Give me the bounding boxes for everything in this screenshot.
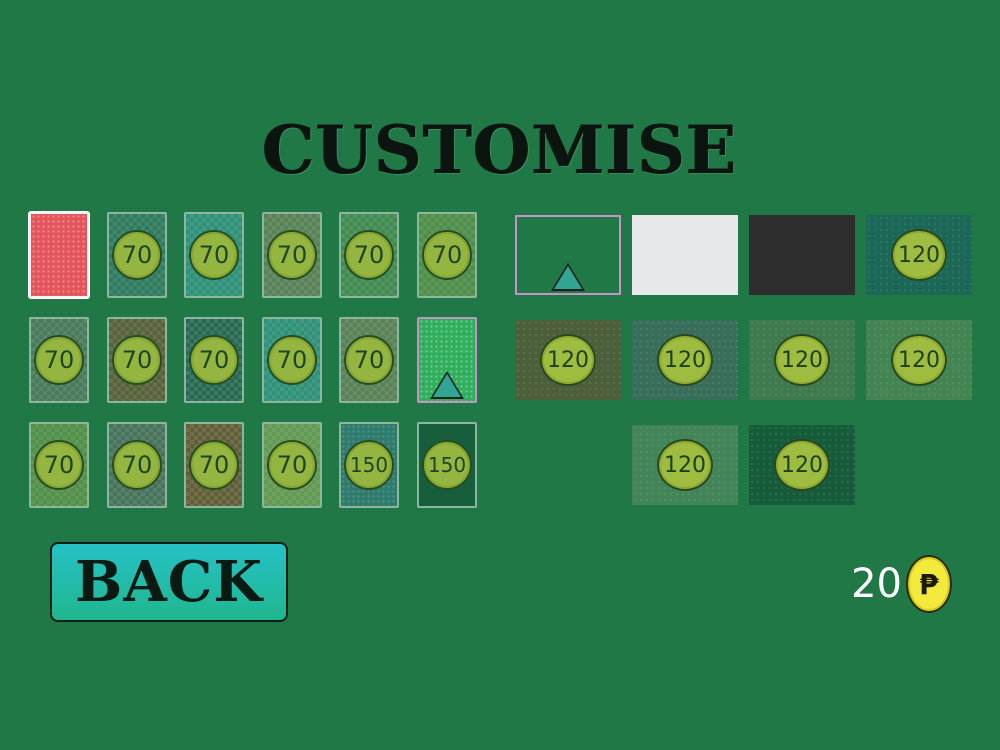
card-back-option[interactable]: 70: [184, 317, 244, 403]
price-coin: 70: [34, 440, 84, 490]
table-color-option[interactable]: [749, 215, 855, 295]
table-color-option[interactable]: 120: [632, 320, 738, 400]
price-coin: 70: [112, 230, 162, 280]
price-coin: 70: [34, 335, 84, 385]
price-coin: 70: [344, 335, 394, 385]
back-button-label: BACK: [74, 549, 264, 615]
card-back-option[interactable]: 70: [184, 212, 244, 298]
price-coin: 120: [540, 334, 596, 386]
card-back-option[interactable]: 70: [107, 317, 167, 403]
card-back-option[interactable]: 70: [107, 212, 167, 298]
back-button[interactable]: BACK: [50, 542, 288, 622]
price-coin: 70: [189, 230, 239, 280]
card-back-option[interactable]: 70: [262, 317, 322, 403]
price-coin: 70: [422, 230, 472, 280]
card-back-option[interactable]: 70: [184, 422, 244, 508]
price-coin: 70: [344, 230, 394, 280]
table-color-option[interactable]: 120: [749, 425, 855, 505]
price-coin: 120: [774, 439, 830, 491]
card-back-option[interactable]: 70: [29, 317, 89, 403]
table-color-option[interactable]: 120: [632, 425, 738, 505]
card-back-option[interactable]: [417, 317, 477, 403]
table-color-option[interactable]: 120: [866, 320, 972, 400]
equipped-triangle-icon: [430, 371, 464, 399]
table-color-option[interactable]: [632, 215, 738, 295]
card-back-option[interactable]: 150: [339, 422, 399, 508]
price-coin: 70: [267, 230, 317, 280]
balance-amount: 20: [851, 561, 902, 607]
page-title: CUSTOMISE: [262, 111, 738, 189]
price-coin: 120: [891, 229, 947, 281]
price-coin: 150: [422, 440, 472, 490]
card-back-option[interactable]: 70: [339, 317, 399, 403]
card-back-option[interactable]: 150: [417, 422, 477, 508]
table-color-option[interactable]: 120: [749, 320, 855, 400]
coin-balance: 20 ₱: [830, 552, 970, 616]
price-coin: 120: [657, 334, 713, 386]
price-coin: 150: [344, 440, 394, 490]
table-color-option[interactable]: 120: [866, 215, 972, 295]
card-back-option[interactable]: 70: [262, 422, 322, 508]
price-coin: 70: [267, 335, 317, 385]
price-coin: 120: [774, 334, 830, 386]
price-coin: 70: [112, 335, 162, 385]
card-back-option[interactable]: 70: [262, 212, 322, 298]
price-coin: 70: [267, 440, 317, 490]
table-color-option[interactable]: 120: [515, 320, 621, 400]
card-back-option[interactable]: 70: [29, 422, 89, 508]
table-color-option[interactable]: [515, 215, 621, 295]
equipped-triangle-icon: [551, 263, 585, 291]
coin-icon: ₱: [906, 555, 952, 613]
card-back-option[interactable]: [29, 212, 89, 298]
card-back-option[interactable]: 70: [107, 422, 167, 508]
card-back-option[interactable]: 70: [417, 212, 477, 298]
price-coin: 70: [189, 335, 239, 385]
price-coin: 70: [189, 440, 239, 490]
price-coin: 120: [657, 439, 713, 491]
card-back-option[interactable]: 70: [339, 212, 399, 298]
price-coin: 70: [112, 440, 162, 490]
price-coin: 120: [891, 334, 947, 386]
